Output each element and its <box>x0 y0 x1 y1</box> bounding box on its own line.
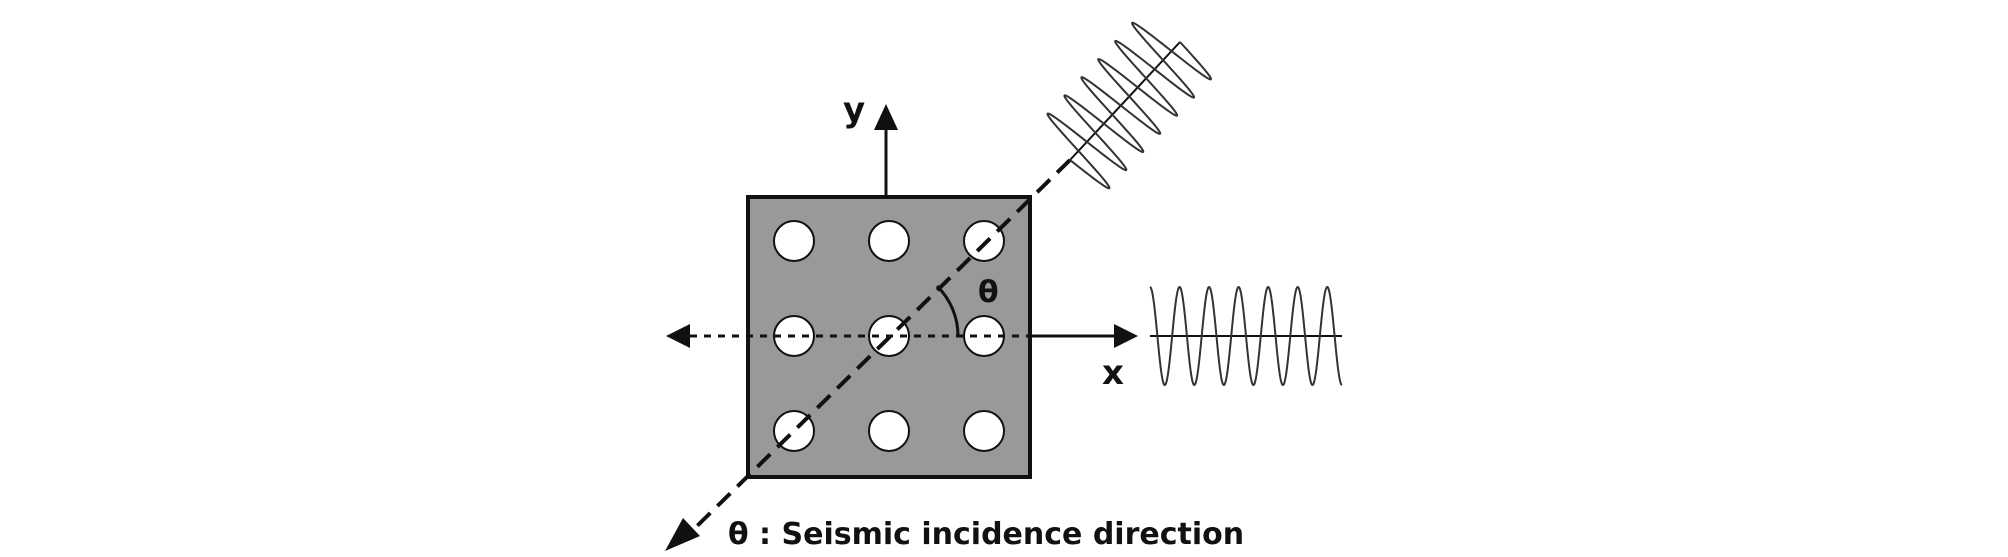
hole <box>963 220 1005 262</box>
diagonal-wave-signal <box>1046 21 1213 190</box>
incidence-direction-arrowhead <box>665 518 700 551</box>
horizontal-wave <box>1149 285 1343 387</box>
horizontal-wave-signal <box>1149 285 1343 387</box>
diagonal-wave-axis <box>1069 41 1181 161</box>
x-axis-left-arrowhead <box>666 324 690 348</box>
caption: θ : Seismic incidence direction <box>728 517 1244 552</box>
diagonal-wave <box>1046 21 1213 190</box>
incidence-direction-line <box>693 158 1072 530</box>
x-axis-label: x <box>1102 353 1124 393</box>
hole <box>868 220 910 262</box>
angle-arc <box>935 284 960 337</box>
hole <box>963 410 1005 452</box>
angle-label: θ <box>978 275 999 310</box>
x-axis-right-arrowhead <box>1114 324 1138 348</box>
y-axis-label: y <box>843 90 865 130</box>
hole <box>868 410 910 452</box>
hole <box>773 220 815 262</box>
y-axis-arrowhead <box>874 104 898 130</box>
